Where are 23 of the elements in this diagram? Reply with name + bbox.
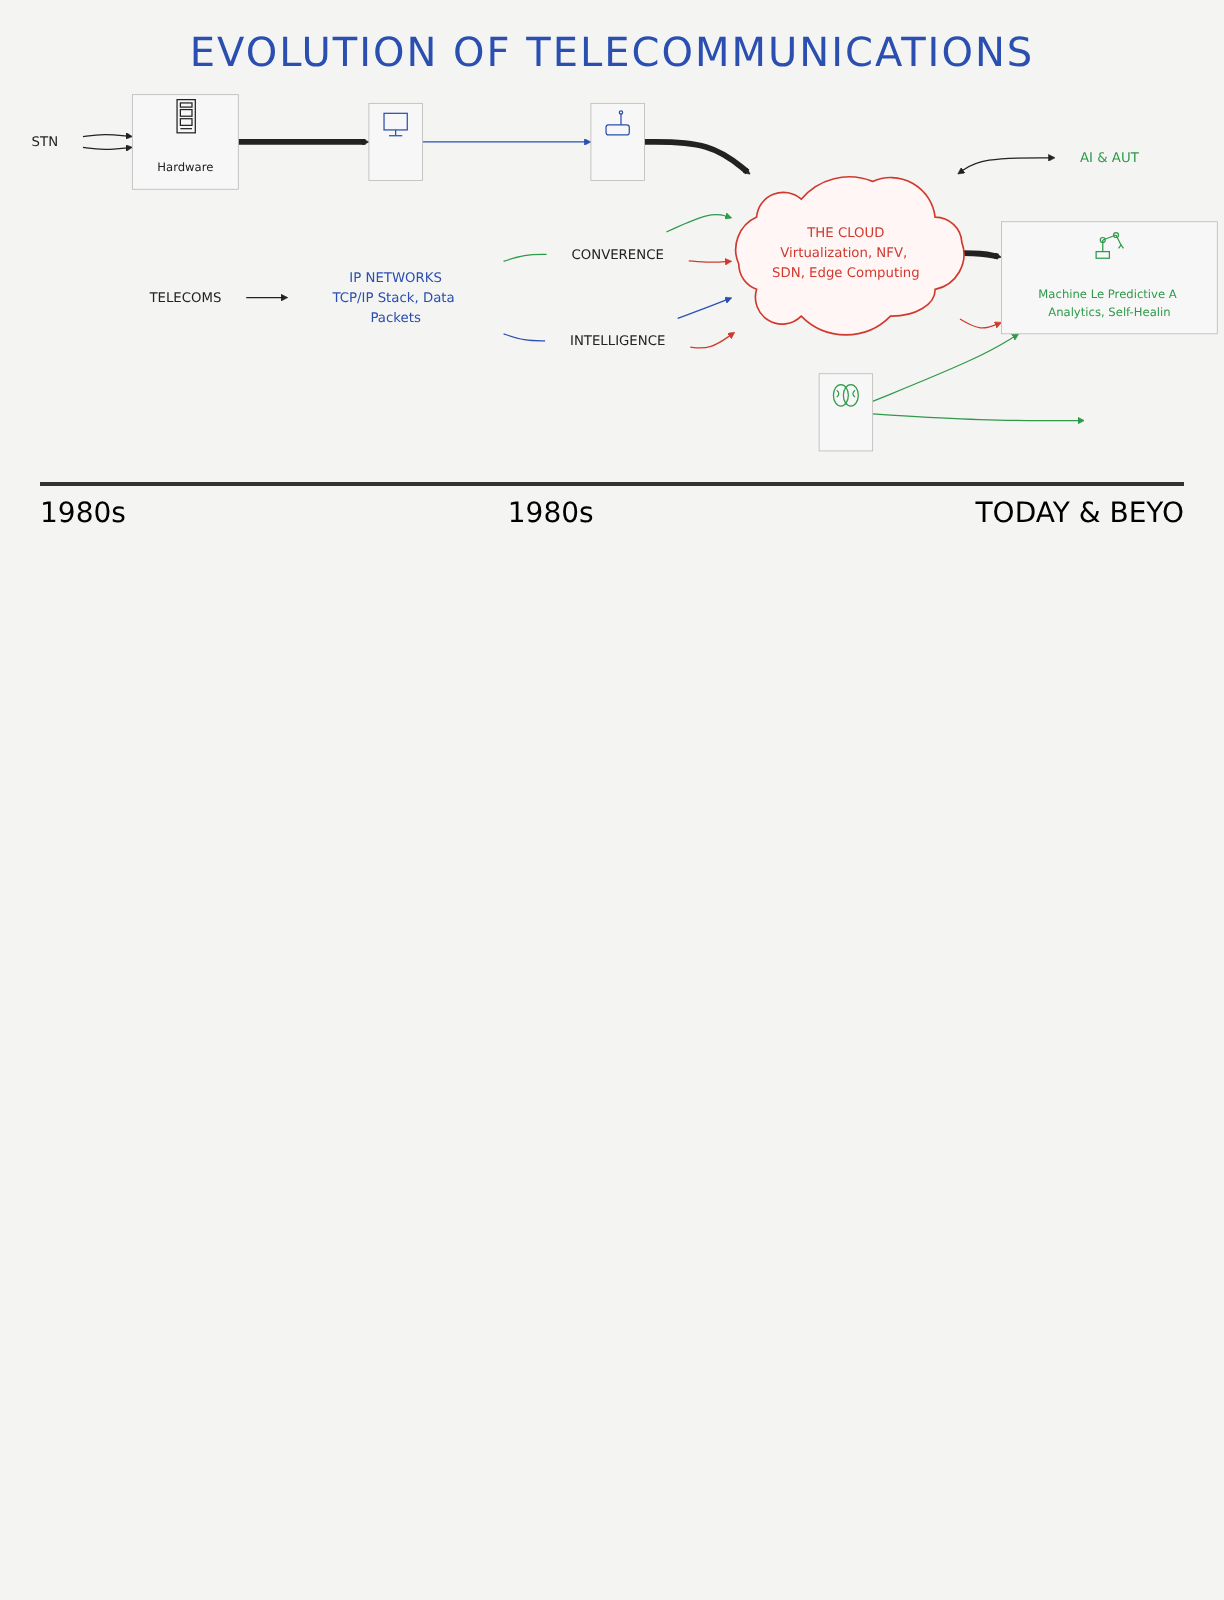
arrow bbox=[688, 258, 733, 266]
arrow bbox=[421, 138, 592, 146]
arrow bbox=[245, 293, 289, 302]
node-picture bbox=[368, 102, 423, 181]
connector bbox=[502, 253, 548, 263]
arrow bbox=[689, 331, 736, 349]
arrow bbox=[82, 132, 133, 140]
arrow bbox=[665, 212, 733, 233]
title: EVOLUTION OF TELECOMMUNICATIONS bbox=[187, 28, 1037, 76]
node-picture bbox=[590, 102, 645, 181]
arrow bbox=[872, 333, 1020, 403]
arrow bbox=[238, 138, 370, 146]
timeline-label: 1980s bbox=[507, 497, 594, 530]
arrow bbox=[872, 413, 1085, 425]
timeline-label: TODAY & BEYO bbox=[975, 497, 1184, 530]
arrow bbox=[677, 296, 733, 319]
arrow bbox=[959, 318, 1002, 329]
timeline-label: 1980s bbox=[40, 497, 126, 530]
arrow bbox=[82, 144, 133, 152]
node-picture bbox=[818, 373, 874, 452]
connector bbox=[502, 333, 546, 342]
arrow bbox=[644, 139, 751, 175]
arrow bbox=[957, 154, 1056, 175]
